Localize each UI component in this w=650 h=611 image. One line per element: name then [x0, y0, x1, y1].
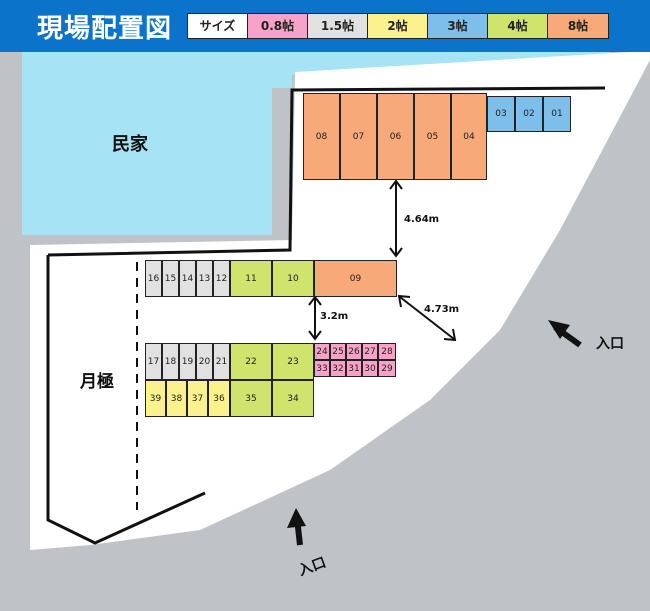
storage-unit[interactable]: 02 — [515, 96, 543, 132]
storage-unit[interactable]: 08 — [303, 93, 340, 180]
storage-unit[interactable]: 26 — [346, 343, 362, 360]
dim-arrow-top — [389, 179, 403, 258]
dim-label-middle: 3.2m — [320, 311, 349, 322]
storage-unit[interactable]: 16 — [145, 260, 162, 297]
size-legend: サイズ 0.8帖 1.5帖 2帖 3帖 4帖 8帖 — [187, 13, 609, 39]
storage-unit[interactable]: 18 — [162, 343, 179, 380]
legend-item-2: 2帖 — [368, 14, 428, 38]
storage-unit[interactable]: 20 — [196, 343, 213, 380]
storage-unit[interactable]: 04 — [451, 93, 487, 180]
site-lot — [30, 52, 650, 550]
dim-arrow-diagonal — [397, 294, 457, 342]
storage-unit[interactable]: 38 — [166, 380, 187, 417]
storage-unit[interactable]: 14 — [179, 260, 196, 297]
storage-unit[interactable]: 24 — [314, 343, 330, 360]
entrance-arrow-right — [548, 320, 582, 348]
legend-item-8: 8帖 — [548, 14, 608, 38]
storage-unit[interactable]: 15 — [162, 260, 179, 297]
storage-unit[interactable]: 06 — [377, 93, 414, 180]
storage-unit[interactable]: 29 — [378, 360, 396, 377]
storage-unit[interactable]: 09 — [314, 260, 397, 297]
house-area — [22, 52, 610, 235]
storage-unit[interactable]: 21 — [213, 343, 230, 380]
boundary-line-top — [47, 86, 606, 257]
storage-unit[interactable]: 11 — [230, 260, 272, 297]
storage-unit[interactable]: 35 — [230, 380, 272, 417]
storage-unit[interactable]: 25 — [330, 343, 346, 360]
storage-unit[interactable]: 31 — [346, 360, 362, 377]
storage-unit[interactable]: 19 — [179, 343, 196, 380]
storage-unit[interactable]: 12 — [213, 260, 230, 297]
page-title: 現場配置図 — [37, 14, 173, 44]
legend-item-08: 0.8帖 — [248, 14, 308, 38]
legend-item-3: 3帖 — [428, 14, 488, 38]
monthly-label: 月極 — [80, 372, 114, 392]
storage-unit[interactable]: 22 — [230, 343, 272, 380]
boundary-line-left — [46, 255, 206, 545]
storage-unit[interactable]: 39 — [145, 380, 166, 417]
legend-item-15: 1.5帖 — [308, 14, 368, 38]
storage-unit[interactable]: 17 — [145, 343, 162, 380]
storage-unit[interactable]: 07 — [340, 93, 377, 180]
storage-unit[interactable]: 01 — [543, 96, 571, 132]
entrance-arrow-bottom — [287, 508, 306, 546]
entrance-label-right: 入口 — [596, 336, 624, 352]
storage-unit[interactable]: 34 — [272, 380, 314, 417]
storage-unit[interactable]: 32 — [330, 360, 346, 377]
storage-unit[interactable]: 23 — [272, 343, 314, 380]
storage-unit[interactable]: 10 — [272, 260, 314, 297]
storage-unit[interactable]: 05 — [414, 93, 451, 180]
storage-unit[interactable]: 36 — [208, 380, 230, 417]
dim-label-top: 4.64m — [404, 214, 440, 225]
storage-unit[interactable]: 33 — [314, 360, 330, 377]
dim-arrow-middle — [308, 295, 322, 341]
legend-label: サイズ — [188, 14, 248, 38]
storage-unit[interactable]: 03 — [487, 96, 515, 132]
storage-unit[interactable]: 28 — [378, 343, 396, 360]
legend-item-4: 4帖 — [488, 14, 548, 38]
storage-unit[interactable]: 30 — [362, 360, 378, 377]
storage-unit[interactable]: 27 — [362, 343, 378, 360]
dim-label-diagonal: 4.73m — [424, 304, 460, 315]
storage-unit[interactable]: 37 — [187, 380, 208, 417]
storage-unit[interactable]: 13 — [196, 260, 213, 297]
house-label: 民家 — [112, 134, 148, 155]
